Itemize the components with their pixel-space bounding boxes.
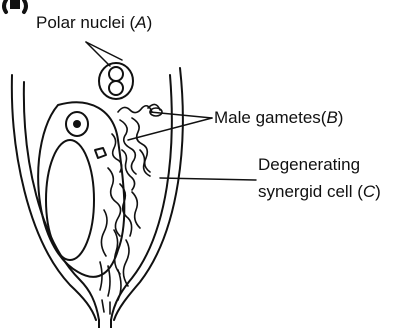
male-gametes-close: ) <box>338 108 344 127</box>
synergid-cells <box>100 104 162 314</box>
polar-nuclei-tag: A <box>135 13 146 32</box>
male-gametes-label: Male gametes(B) <box>214 108 343 128</box>
polar-nuclei-shape <box>99 63 133 99</box>
polar-nuclei-label: Polar nuclei (A) <box>36 13 152 33</box>
degenerating-label-line2: synergid cell (C) <box>258 182 381 202</box>
funicle <box>99 320 111 328</box>
synergid-close: ) <box>375 182 381 201</box>
synergid-tag: C <box>363 182 375 201</box>
synergid-text: synergid cell ( <box>258 182 363 201</box>
degenerating-label-line1: Degenerating <box>258 155 360 175</box>
male-gametes-tag: B <box>326 108 337 127</box>
degenerating-text: Degenerating <box>258 155 360 174</box>
polar-nuclei-text: Polar nuclei ( <box>36 13 135 32</box>
inner-integument <box>24 82 99 320</box>
central-vacuole <box>46 140 94 260</box>
male-gametes-text: Male gametes( <box>214 108 326 127</box>
small-cell <box>95 148 106 158</box>
polar-nuclei-close: ) <box>147 13 153 32</box>
panel-letter-fragment <box>4 0 26 12</box>
